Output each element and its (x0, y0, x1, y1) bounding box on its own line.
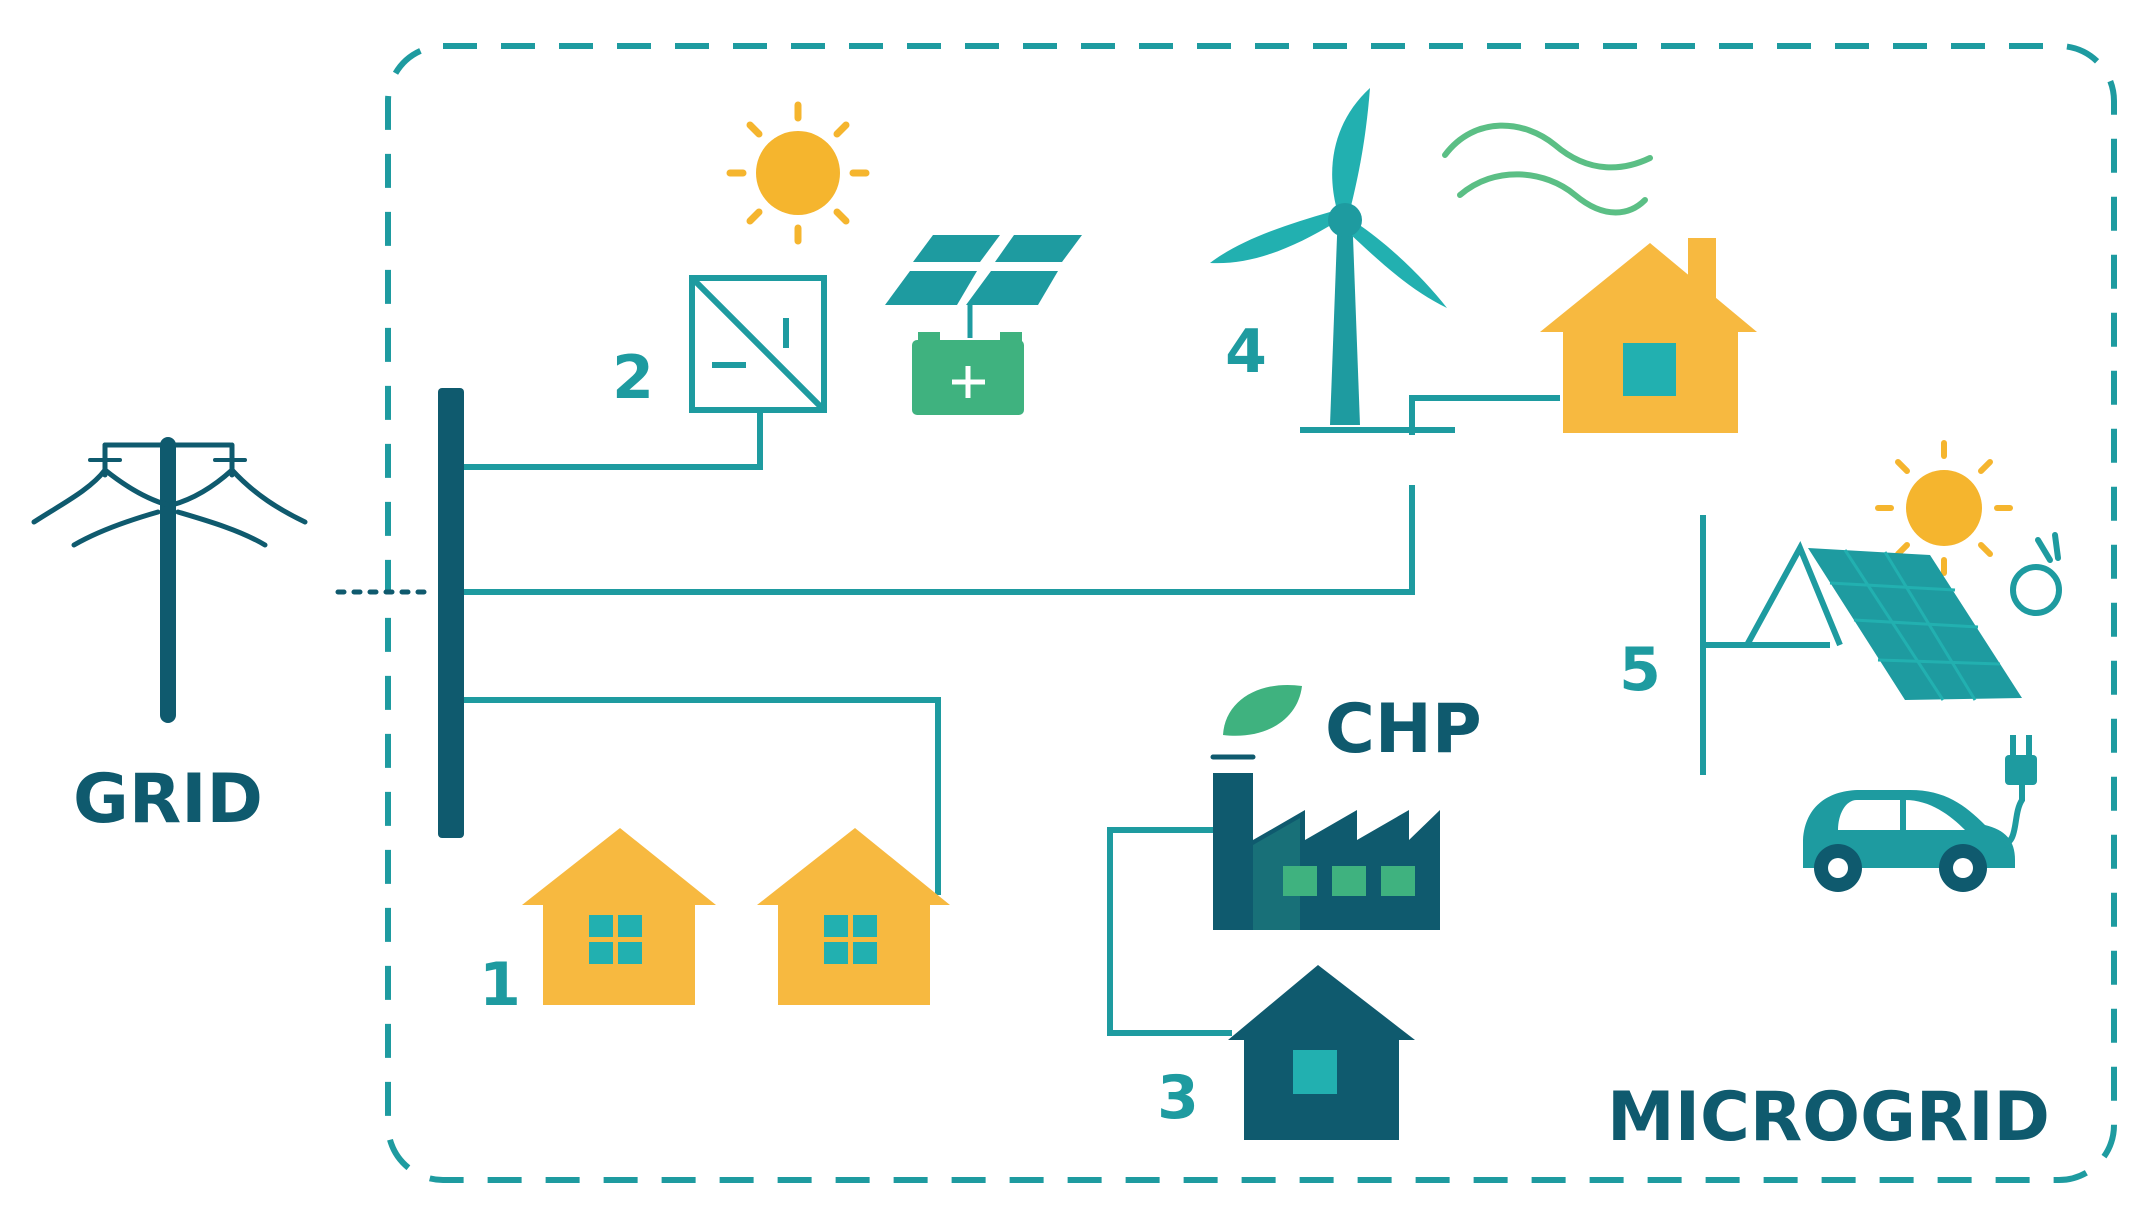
site-number-3: 3 (1157, 1063, 1199, 1133)
main-bus-bar (438, 388, 464, 838)
sun-icon (1875, 440, 2013, 576)
grid-label: GRID (73, 760, 263, 839)
microgrid-boundary (385, 43, 2117, 1183)
wind-turbine-icon (1210, 88, 1455, 433)
rooftop-solar-icon (1744, 541, 2022, 701)
site-number-5: 5 (1619, 635, 1661, 705)
microgrid-label: MICROGRID (1607, 1078, 2050, 1157)
sun-icon (726, 101, 870, 245)
chp-connection (1107, 827, 1232, 1036)
leaf-icon (1223, 684, 1302, 736)
charging-plug-icon (1999, 735, 2037, 848)
house-icon (522, 828, 716, 1005)
bus-connections (464, 395, 1560, 895)
site-number-2: 2 (612, 343, 654, 413)
plug-icon (2010, 532, 2062, 616)
house-icon (757, 828, 950, 1005)
inverter-icon (689, 275, 827, 413)
site-number-1: 1 (479, 950, 521, 1020)
house-icon (1228, 965, 1415, 1140)
site-number-4: 4 (1225, 317, 1267, 387)
factory-icon (1210, 754, 1440, 930)
electric-car-icon (1803, 790, 2015, 892)
solar-panel-icon (885, 235, 1082, 305)
chp-label: CHP (1325, 690, 1482, 769)
wind-icon (1442, 122, 1653, 216)
power-pole-icon (31, 437, 308, 723)
battery-icon (912, 305, 1024, 415)
house-icon (1540, 238, 1757, 433)
